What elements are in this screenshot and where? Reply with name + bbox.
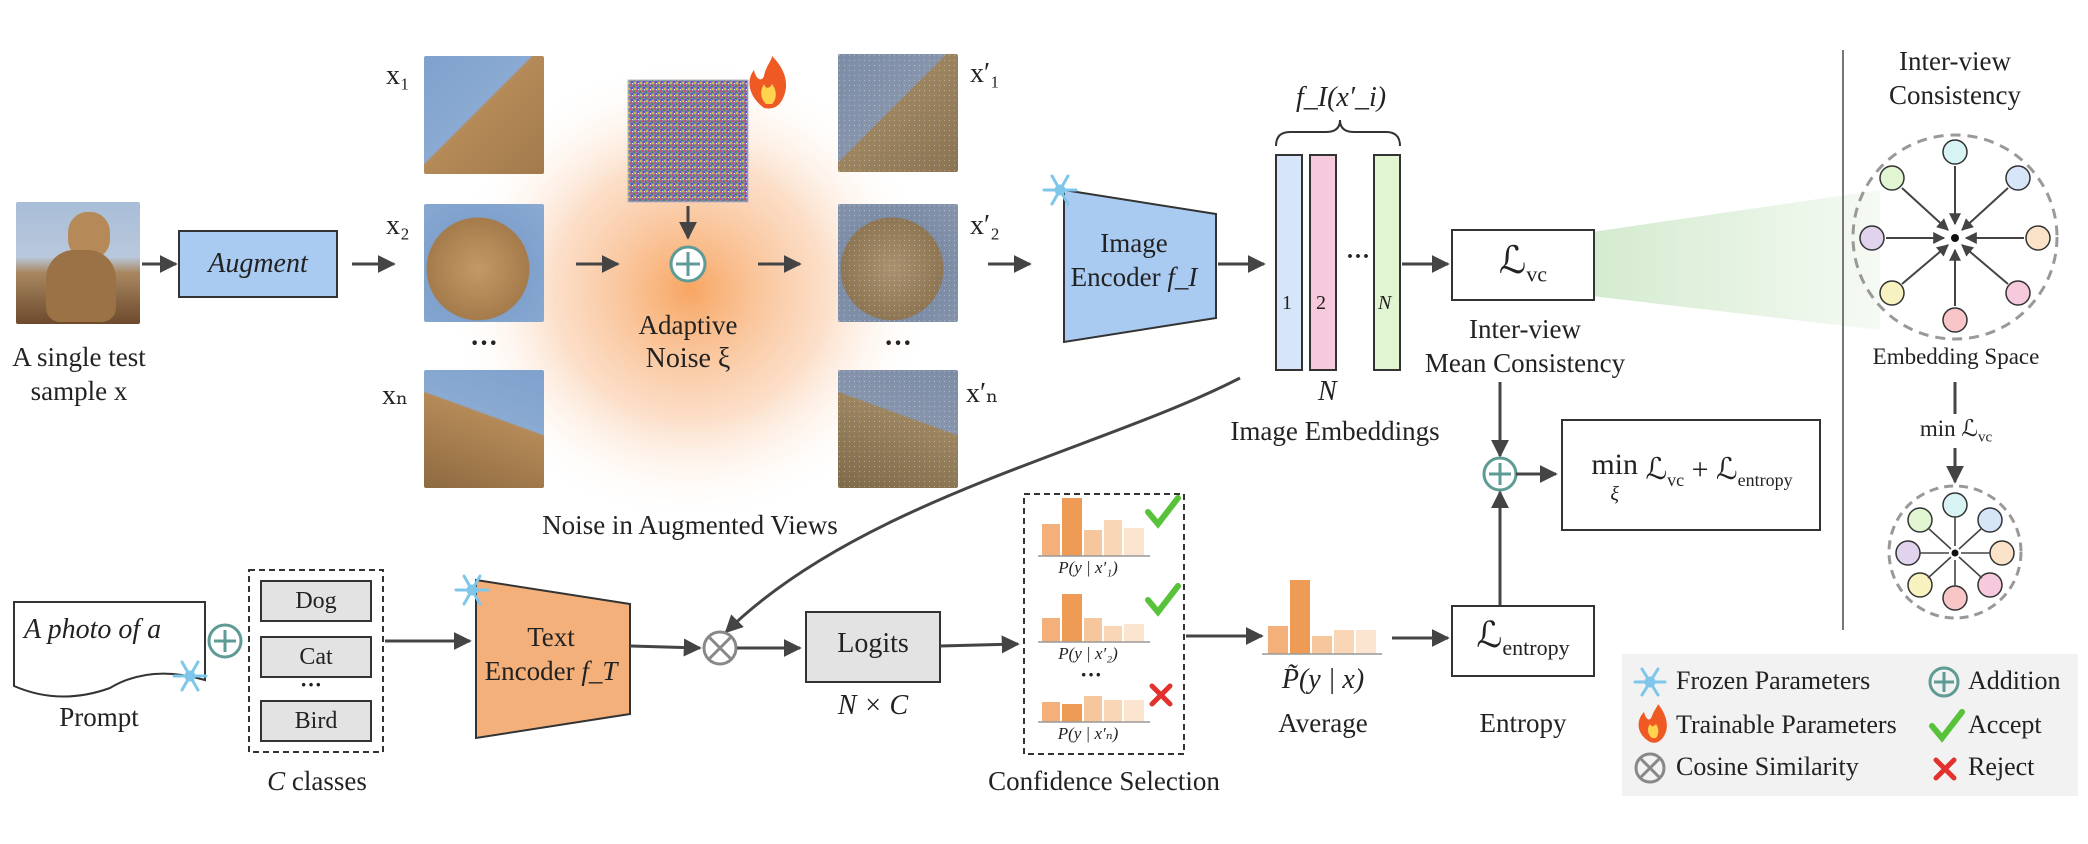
class-dots: ··· [300,672,323,697]
histogram-n [1038,696,1150,723]
view-label-xn-prime: x′ₙ [966,378,999,409]
legend-frozen-label: Frozen Parameters [1676,666,1871,695]
view-xn-photo [424,370,544,488]
embedding-brace [1275,119,1401,147]
min-lvc-label: min ℒvc [1904,416,2008,447]
prompt-caption: Prompt [59,702,139,732]
embedding-bar-1-label: 1 [1282,292,1292,314]
view-x2-noisy-photo [838,204,958,322]
flame-icon [749,56,787,109]
logits-dims: N × C [837,690,909,721]
accept-icon [1145,495,1181,529]
selection-dots: ··· [1080,662,1103,687]
prompt-text: A photo of a [24,614,162,645]
view-x2-photo [424,204,544,322]
embedding-points-after [1895,492,2015,611]
logits-shape [805,611,941,683]
view-label-x2-prime: x′₂ [970,210,1000,241]
image-encoder-label: Image Encoder f_I [1070,228,1198,292]
classes-group [248,569,384,753]
embedding-dots: ··· [1346,244,1371,270]
legend-flame-icon [1638,704,1667,743]
embedding-bar-n-label: N [1378,292,1392,314]
view-x1-noisy-photo [838,54,958,172]
image-embeddings-caption: Image Embeddings [1230,416,1440,446]
legend-accept-icon [1929,709,1965,743]
legend-accept-label: Accept [1968,710,2042,739]
classes-caption: C classes [267,766,367,796]
adaptive-noise-caption: Adaptive Noise ξ [638,310,738,374]
augmented-views-caption: Noise in Augmented Views [542,510,838,540]
confidence-selection-caption: Confidence Selection [988,766,1220,796]
legend-cosine-label: Cosine Similarity [1676,752,1859,781]
embedding-bar-1 [1275,154,1303,371]
legend-snowflake-icon [1633,667,1667,697]
view-x1-photo [424,56,544,174]
text-encoder-label: Text Encoder f_T [484,622,618,686]
noisy-view-dots: ··· [884,328,913,359]
augment-box: Augment [178,230,338,298]
prob-label-n: P(y | x′ₙ) [1057,724,1119,743]
view-xn-noisy-photo [838,370,958,488]
noise-glow [445,55,935,525]
legend-reject-icon [1933,757,1957,781]
embedding-points-before [1859,139,2051,333]
average-histogram [1262,580,1382,655]
accept-icon [1145,583,1181,617]
consistency-beam [1592,190,1880,330]
loss-vc-label: ℒvc [1498,240,1548,287]
embedding-space-before [1851,133,2059,341]
view-label-x1: x₁ [386,60,410,91]
confidence-selection-group [1023,493,1185,755]
legend-reject-label: Reject [1968,752,2035,781]
snowflake-icon [172,660,208,692]
view-label-x2: x₂ [386,210,410,241]
view-label-xn: xₙ [382,380,409,411]
text-encoder-shape [475,578,631,740]
embedding-bar-2-label: 2 [1316,292,1326,314]
class-item: Dog [260,580,372,622]
consistency-panel-title: Inter-view Consistency [1889,46,2021,110]
adaptive-noise-image [627,79,749,203]
logits-label: Logits [837,628,909,659]
embedding-count-label: N [1318,376,1337,407]
input-caption: A single test sample x [12,342,146,406]
legend-addition-label: Addition [1968,666,2061,695]
class-item: Bird [260,700,372,742]
embedding-bar-2 [1309,154,1337,371]
legend-addition-icon [1928,666,1960,698]
entropy-shape [1451,605,1595,677]
embedding-to-cosine-arrow [724,376,1241,634]
entropy-label: ℒentropy [1476,615,1570,661]
legend-cosine-icon [1634,752,1666,784]
input-cat-photo [16,202,140,324]
entropy-caption: Entropy [1479,708,1567,738]
legend-trainable-label: Trainable Parameters [1676,710,1897,739]
embedding-brace-label: f_I(x′_i) [1296,82,1387,113]
reject-icon [1149,683,1173,707]
embedding-space-after [1887,484,2023,620]
snowflake-icon [454,574,490,606]
histogram-2 [1038,594,1150,643]
embedding-bar-n [1373,154,1401,371]
loss-vc-shape [1451,229,1595,301]
view-label-x1-prime: x′₁ [970,58,1000,89]
view-dots: ··· [470,328,499,359]
embedding-space-label: Embedding Space [1872,344,2040,369]
class-item: Cat [260,636,372,678]
histogram-1 [1038,498,1150,557]
snowflake-icon [1042,174,1078,206]
average-formula: P̃(y | x) [1281,664,1365,695]
legend-panel [1622,654,2078,796]
objective-shape [1561,419,1821,531]
loss-vc-caption: Inter-view Mean Consistency [1424,314,1626,378]
prob-label-2: P(y | x′₂) [1058,644,1118,663]
average-caption: Average [1278,708,1368,738]
prob-label-1: P(y | x′₁) [1058,558,1118,577]
image-encoder-shape [1063,188,1217,344]
